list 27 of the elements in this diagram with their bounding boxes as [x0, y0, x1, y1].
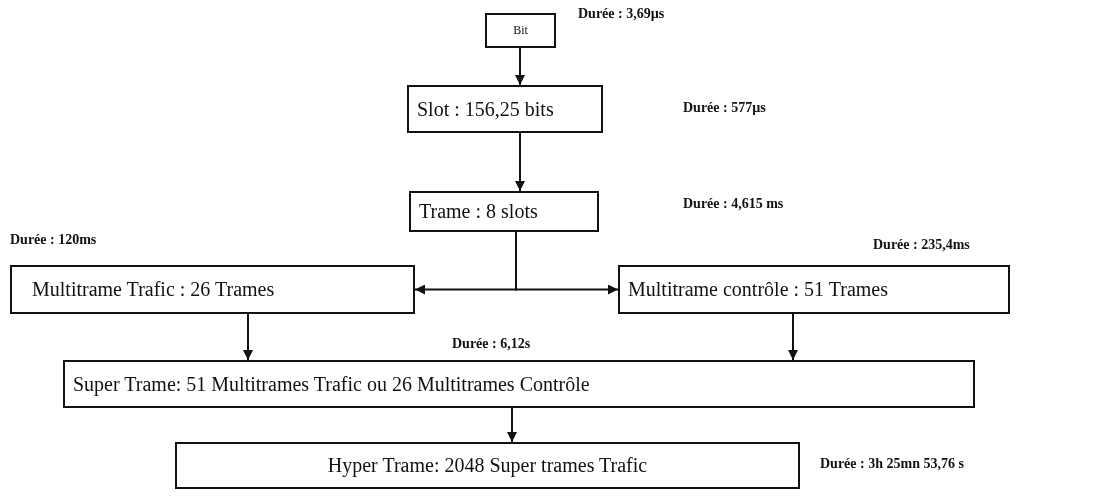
- box-label: Trame : 8 slots: [419, 200, 538, 223]
- arrow: [788, 313, 798, 361]
- process-box: [10, 265, 415, 314]
- duration-label: Durée : 577µs: [683, 100, 766, 116]
- duration-label: Durée : 3,69µs: [578, 6, 665, 22]
- process-box: [63, 360, 975, 408]
- box-label: Hyper Trame: 2048 Super trames Trafic: [327, 454, 648, 477]
- process-box: [409, 191, 599, 232]
- duration-label: Durée : 235,4ms: [873, 237, 970, 253]
- arrow: [515, 231, 619, 295]
- box-label: Multitrame Trafic : 26 Trames: [32, 278, 275, 301]
- arrow: [507, 407, 517, 443]
- duration-label: Durée : 4,615 ms: [683, 196, 784, 212]
- process-box: [485, 13, 556, 48]
- arrow: [515, 47, 525, 86]
- box-label: Multitrame contrôle : 51 Trames: [628, 278, 888, 301]
- process-box: [175, 442, 800, 489]
- duration-label: Durée : 120ms: [10, 232, 97, 248]
- duration-label: Durée : 6,12s: [452, 336, 531, 352]
- duration-label: Durée : 3h 25mn 53,76 s: [820, 456, 964, 472]
- arrow: [515, 132, 525, 192]
- arrow: [243, 313, 253, 361]
- box-label: Bit: [513, 23, 528, 38]
- process-box: [618, 265, 1010, 314]
- process-box: [407, 85, 603, 133]
- box-label: Slot : 156,25 bits: [417, 97, 554, 121]
- box-label: Super Trame: 51 Multitrames Trafic ou 26 Multitrames Contrôle: [73, 372, 590, 396]
